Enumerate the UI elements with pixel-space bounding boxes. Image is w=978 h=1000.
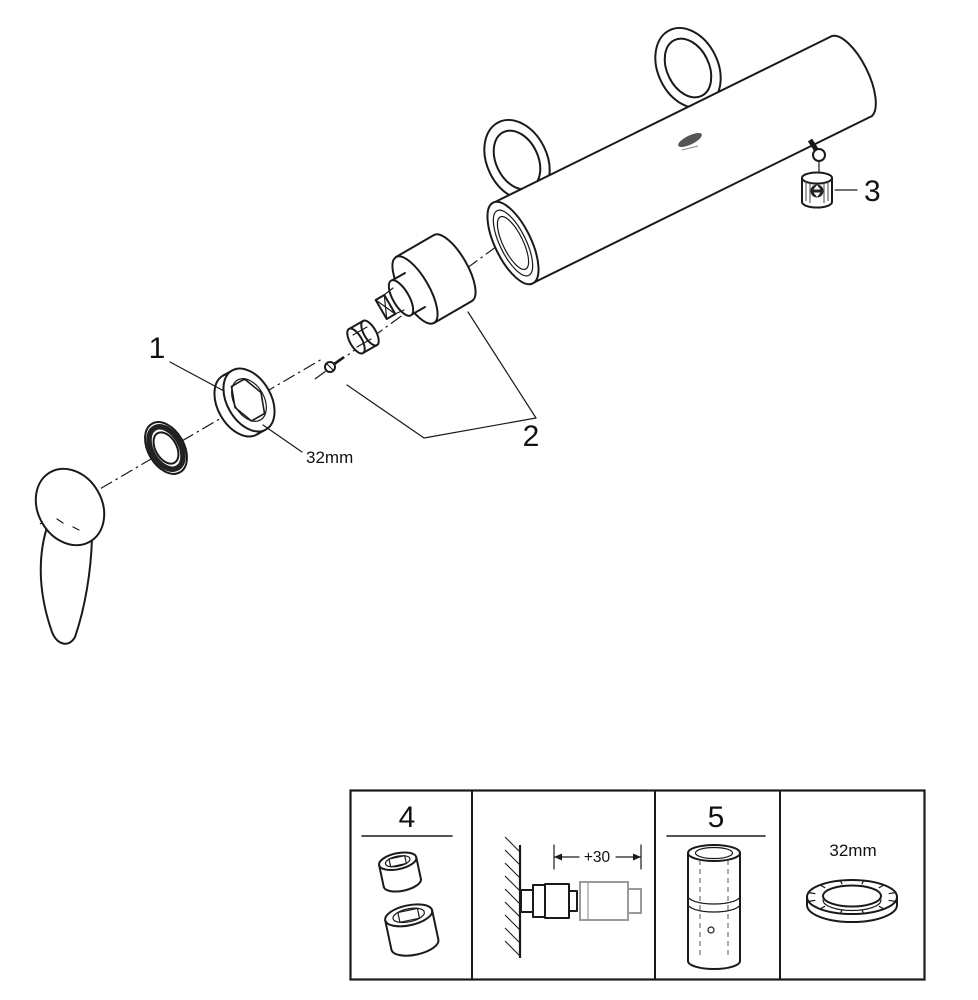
slip-ring [144, 421, 188, 475]
dimension-32mm-label: 32mm [306, 448, 353, 467]
hex-opening [230, 378, 266, 422]
escutcheon-cap [213, 367, 276, 438]
ring-teeth [808, 880, 896, 914]
extension-piece-ghost [579, 881, 642, 921]
cartridge-step [387, 272, 426, 317]
mounting-nut [346, 319, 380, 355]
accessory-panel: 4 [349, 789, 926, 981]
dimension-plus30: +30 [553, 844, 642, 870]
panel-cell-extension-drawing: +30 [504, 836, 642, 958]
fixing-screw [324, 355, 345, 373]
callout-2-bracket [346, 311, 537, 439]
lever-handle [34, 467, 106, 645]
extension-sleeve-part [687, 844, 741, 970]
callout-1-leader [169, 361, 225, 392]
ring-dimension-label: 32mm [829, 841, 876, 860]
knurl-lines [805, 181, 829, 203]
cartridge-stem [374, 287, 405, 320]
outlet-adapter-part [801, 171, 833, 209]
dimension-plus30-label: +30 [584, 849, 611, 866]
outlet-nipple [807, 138, 826, 162]
dimension-32mm-leader [262, 424, 303, 453]
mixer-body [486, 34, 877, 286]
cell-5-label: 5 [708, 801, 725, 834]
panel-cell-sleeve: 5 [666, 801, 766, 970]
panel-cell-adapters: 4 [361, 801, 453, 957]
cartridge-assembly [324, 233, 477, 373]
brand-mark-icon [678, 133, 702, 151]
wall-union-fitting [520, 883, 578, 919]
adapter-large [384, 903, 440, 957]
wall-hatching [504, 836, 521, 957]
panel-cell-lock-ring: 32mm [806, 841, 898, 923]
callout-2-label: 2 [523, 420, 540, 453]
adapter-small [378, 851, 422, 893]
callout-3-label: 3 [864, 175, 881, 208]
cell-4-label: 4 [399, 801, 416, 834]
exploded-view: 3 [34, 27, 881, 645]
callout-1-label: 1 [149, 332, 166, 365]
flow-direction-icon [810, 184, 824, 198]
lock-ring-part [806, 879, 898, 923]
